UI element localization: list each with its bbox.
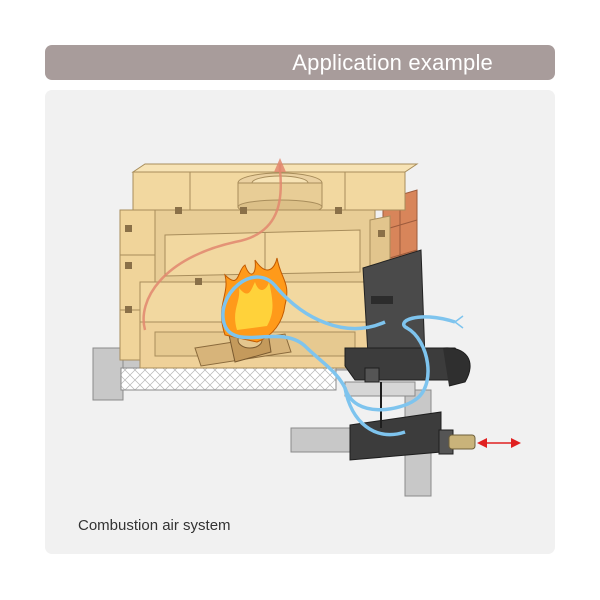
header-title: Application example <box>292 50 493 75</box>
flame-icon <box>221 257 288 343</box>
illustration-panel: Combustion air system <box>45 90 555 554</box>
insulation-layer <box>120 367 337 391</box>
double-arrow-icon <box>477 438 521 448</box>
caption-text: Combustion air system <box>78 517 231 534</box>
fireplace-illustration <box>92 158 521 497</box>
combustion-air-duct <box>344 249 476 461</box>
exhaust-arrow <box>142 164 283 331</box>
air-flow-arrow <box>221 275 456 412</box>
header-bar: Application example <box>45 45 555 80</box>
